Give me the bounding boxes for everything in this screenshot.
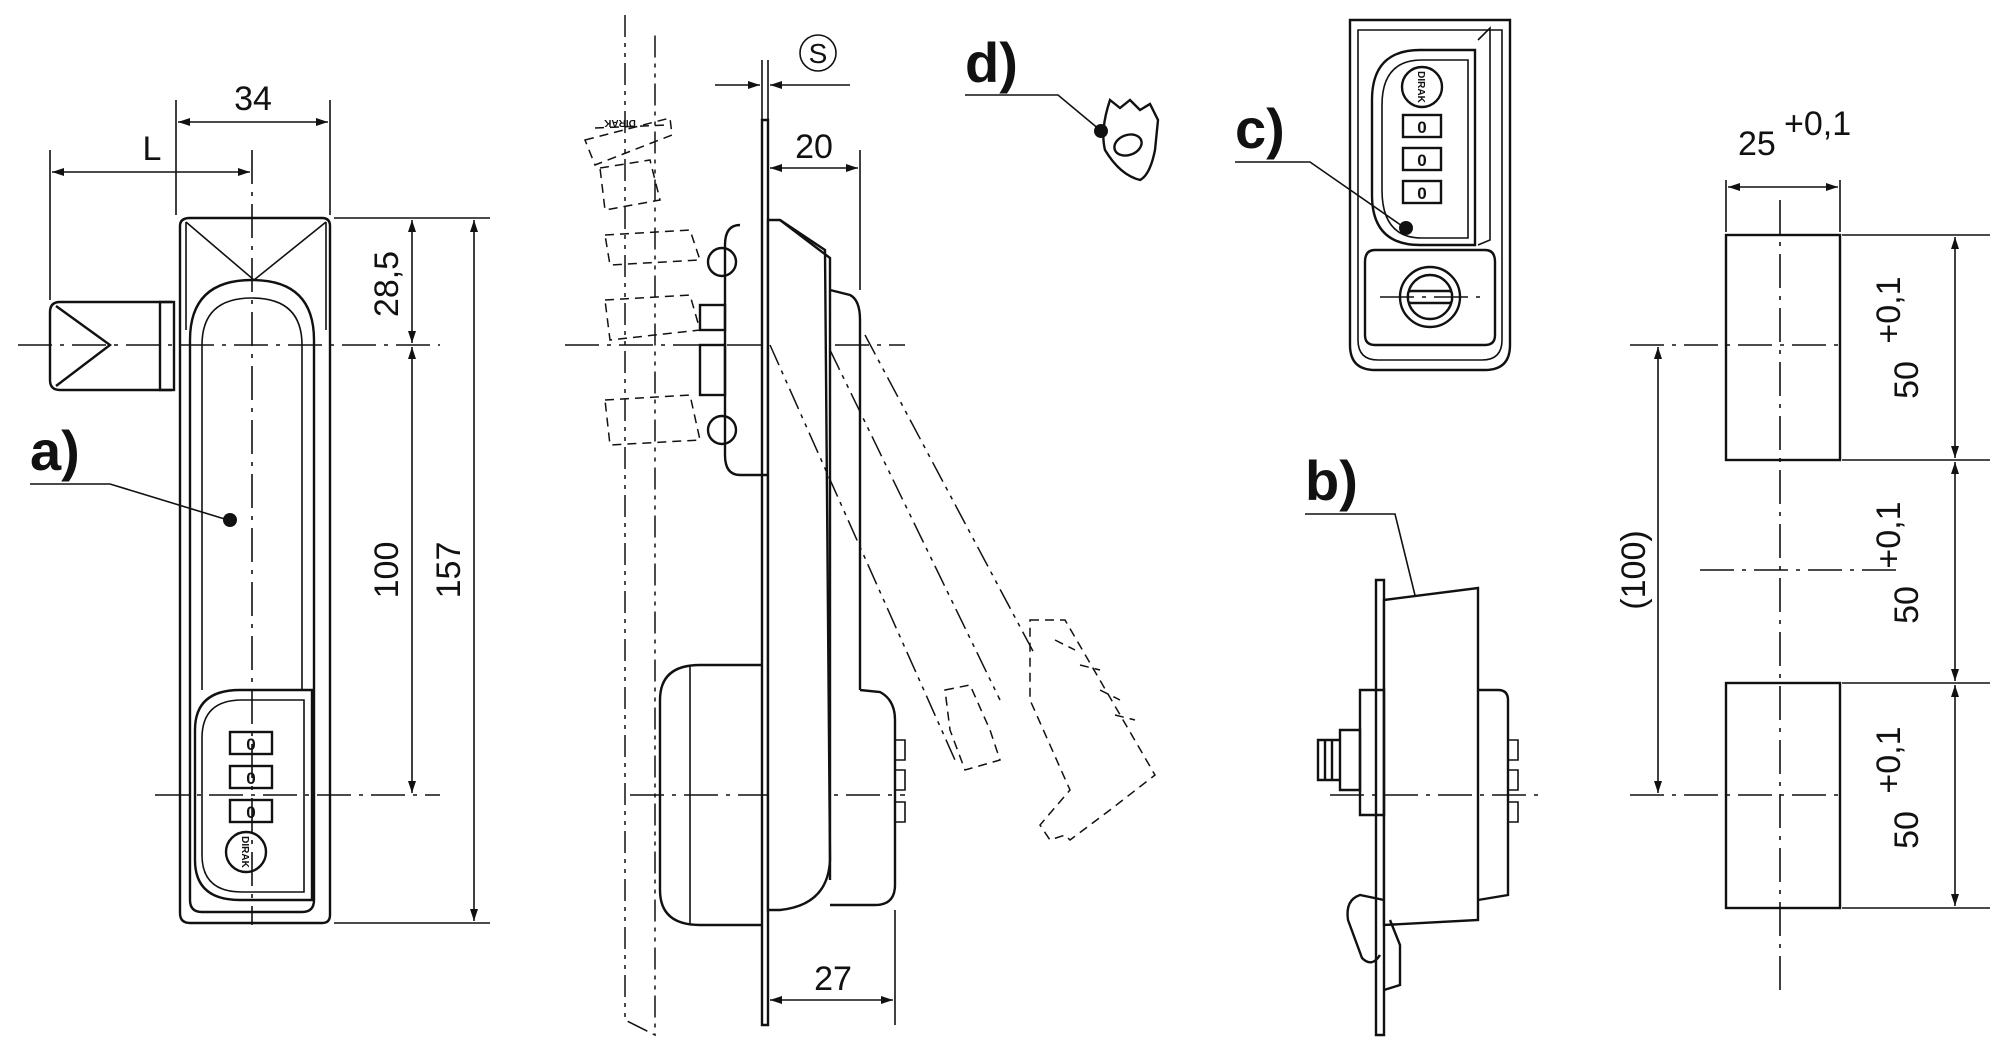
square-drive-collar	[158, 300, 176, 392]
dim-157: 157	[430, 542, 468, 599]
dial-1-digit: 0	[246, 735, 255, 754]
s-circle	[799, 34, 837, 72]
key-detail-d: d)	[965, 31, 1160, 182]
leader-a	[30, 483, 229, 521]
lever-inner-contour	[201, 297, 303, 690]
dial-c-2-digit: 0	[1417, 151, 1426, 170]
label-b: b)	[1305, 449, 1358, 512]
dim-27: 27	[814, 960, 852, 998]
brand-emblem	[224, 830, 268, 874]
dial-c-1	[1401, 113, 1443, 139]
front-view-handle-a: 0 0 0 DIRAK a) 34 L 28,5 100 157	[18, 80, 490, 925]
dim-50-lower-tolerance: +0,1	[1870, 726, 1908, 793]
dim-25-tolerance: +0,1	[1784, 105, 1851, 143]
label-d: d)	[965, 31, 1018, 94]
dim-100: 100	[368, 542, 406, 599]
dim-50-middle: 50	[1888, 586, 1926, 624]
dim-25: 25	[1738, 125, 1776, 163]
dim-L: L	[143, 130, 162, 168]
brand-text-c: DIRAK	[1415, 71, 1426, 103]
mounting-block	[723, 223, 768, 477]
lock-housing-c	[1348, 18, 1512, 372]
dial-c-2	[1401, 146, 1443, 172]
combination-lock-a: 0 0 0 DIRAK	[193, 688, 314, 902]
handle-housing	[178, 216, 332, 925]
dial-c-1-digit: 0	[1417, 118, 1426, 137]
label-a: a)	[30, 419, 80, 482]
door-panel-b	[1374, 578, 1386, 1037]
dial-3-digit: 0	[246, 803, 255, 822]
door-edge-phantom	[624, 15, 656, 1037]
housing-side-bevel	[185, 222, 327, 330]
lock-body-b	[1382, 586, 1480, 927]
door-panel	[760, 118, 770, 1027]
dial-2	[228, 764, 274, 790]
handle-lever	[188, 278, 316, 914]
dim-100-spacing: (100)	[1615, 530, 1653, 609]
handle-swing-path	[769, 334, 1036, 761]
lock-detail-b: b)	[1305, 449, 1540, 1037]
dim-50-middle-tolerance: +0,1	[1870, 501, 1908, 568]
dim-50-upper: 50	[1888, 361, 1926, 399]
leader-c-dot	[1399, 221, 1413, 235]
handle-side-body	[766, 218, 832, 912]
dim-34: 34	[234, 80, 272, 118]
s-label: S	[809, 38, 828, 69]
dial-2-digit: 0	[246, 769, 255, 788]
dial-c-3	[1401, 179, 1443, 205]
dim-20: 20	[795, 128, 833, 166]
square-drive	[48, 300, 172, 392]
brand-text: DIRAK	[239, 836, 250, 868]
dial-c-3-digit: 0	[1417, 184, 1426, 203]
handle-phantom-rotated	[1029, 619, 1156, 841]
key-shape	[1102, 97, 1160, 182]
side-view-handle: DIRAK S 20	[565, 15, 1156, 1037]
leader-a-dot	[223, 513, 237, 527]
dial-3	[228, 798, 274, 824]
label-c: c)	[1235, 97, 1285, 160]
cutout-lower	[1724, 681, 1842, 910]
cam-b	[1346, 893, 1385, 964]
dim-50-upper-tolerance: +0,1	[1870, 276, 1908, 343]
lock-detail-c: c) DIRAK 0 0 0	[1235, 18, 1512, 372]
lock-cylinder-rear	[658, 663, 762, 927]
dial-1	[228, 730, 274, 756]
housing-top-bevel	[185, 221, 327, 282]
panel-cutout: 25 +0,1 50 +0,1 50 +0,1 50 +0,1 (100)	[1615, 105, 1990, 990]
dim-50-lower: 50	[1888, 811, 1926, 849]
leader-c	[1235, 161, 1406, 229]
lever-side-profile	[829, 288, 862, 690]
handle-phantom-upper	[583, 117, 702, 446]
dim-28-5: 28,5	[368, 251, 406, 317]
phantom-brand-text: DIRAK	[603, 117, 635, 128]
cutout-upper	[1724, 233, 1842, 462]
leader-d	[965, 94, 1101, 131]
